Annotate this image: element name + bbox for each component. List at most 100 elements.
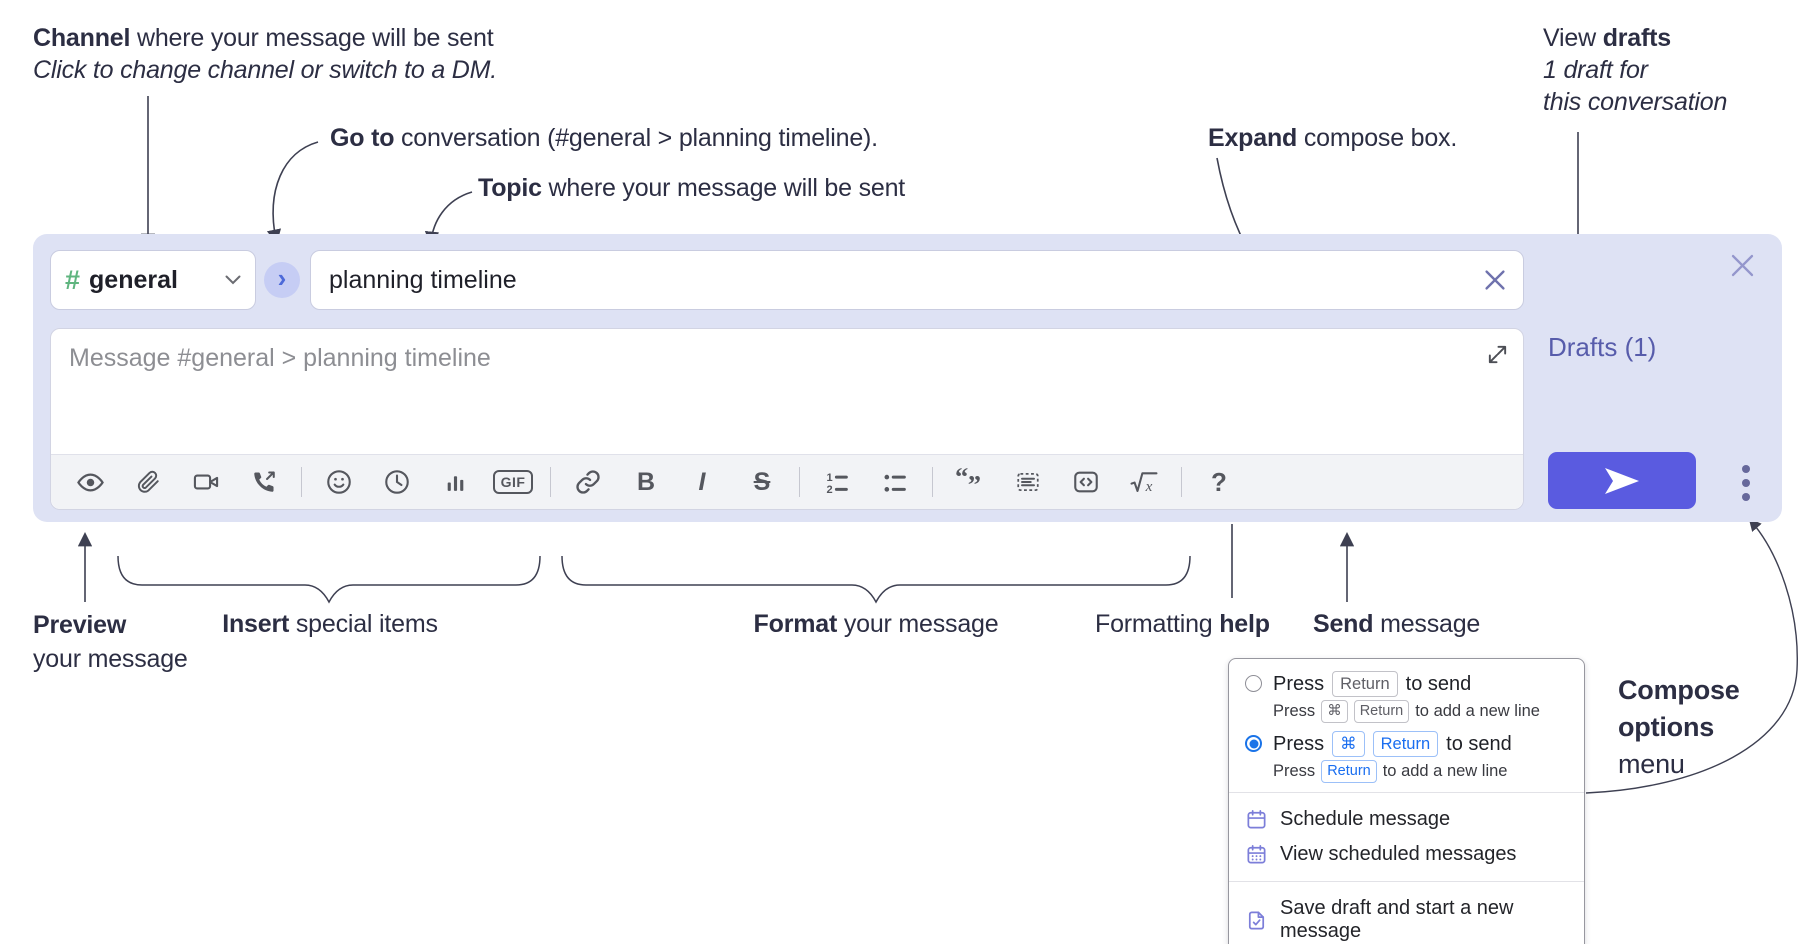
close-icon	[1485, 270, 1505, 290]
poll-button[interactable]	[428, 460, 482, 504]
inline-code-button[interactable]	[1059, 460, 1113, 504]
toolbar-divider	[932, 467, 933, 497]
close-compose-button[interactable]	[1729, 252, 1756, 279]
compose-options-menu: Press Return to send Press ⌘ Return to a…	[1228, 658, 1585, 944]
expand-annotation: Expand compose box.	[1208, 124, 1458, 152]
send-on-cmd-return-option[interactable]: Press ⌘ Return to send Press Return to a…	[1245, 731, 1568, 783]
compose-options-annotation: Compose options menu	[1618, 675, 1740, 779]
help-button[interactable]: ?	[1192, 460, 1246, 504]
drafts-annotation: View drafts 1 draft for this conversatio…	[1543, 24, 1728, 116]
italic-icon: I	[698, 467, 706, 496]
italic-button[interactable]: I	[677, 460, 731, 504]
message-editor: Message #general > planning timeline GIF…	[50, 328, 1524, 510]
audio-call-button[interactable]	[237, 460, 291, 504]
formula-button[interactable]: x	[1117, 460, 1171, 504]
goto-annotation: Go to conversation (#general > planning …	[330, 124, 878, 152]
draft-check-icon	[1248, 910, 1265, 930]
send-on-return-option[interactable]: Press Return to send Press ⌘ Return to a…	[1245, 671, 1568, 723]
emoji-button[interactable]	[312, 460, 366, 504]
send-icon	[1605, 467, 1639, 494]
toolbar-divider	[550, 467, 551, 497]
poll-icon	[447, 475, 463, 491]
return-keycap: Return	[1332, 671, 1398, 697]
menu-divider	[1229, 881, 1584, 882]
channel-name: general	[89, 265, 178, 294]
link-icon	[576, 470, 600, 494]
message-placeholder: Message #general > planning timeline	[69, 344, 491, 372]
svg-text:1: 1	[827, 472, 833, 484]
compose-options-button[interactable]	[1730, 458, 1762, 508]
dots-vertical-icon	[1742, 465, 1750, 473]
toolbar-divider	[1181, 467, 1182, 497]
cmd-keycap: ⌘	[1321, 700, 1348, 723]
expand-icon	[1488, 345, 1507, 364]
preview-annotation: Preview your message	[33, 611, 188, 673]
bulleted-list-icon	[884, 474, 906, 492]
chevron-down-icon	[225, 275, 241, 285]
chevron-right-icon: ›	[277, 263, 287, 293]
send-annotation: Send message	[1313, 610, 1481, 638]
compose-box: # general › planning timeline Message #g…	[33, 234, 1782, 522]
toolbar-divider	[301, 467, 302, 497]
menu-divider	[1229, 792, 1584, 793]
radio-unselected[interactable]	[1245, 675, 1262, 692]
help-icon: ?	[1211, 467, 1227, 497]
topic-value: planning timeline	[329, 265, 517, 294]
svg-text:“: “	[955, 468, 968, 491]
video-message-icon	[193, 474, 219, 490]
schedule-message-item[interactable]: Schedule message	[1245, 802, 1568, 837]
channel-selector-button[interactable]: # general	[50, 250, 256, 310]
format-annotation: Format your message	[753, 610, 999, 638]
link-button[interactable]	[561, 460, 615, 504]
insert-annotation: Insert special items	[222, 610, 438, 638]
save-draft-item[interactable]: Save draft and start a new message	[1245, 891, 1568, 944]
topic-input[interactable]: planning timeline	[310, 250, 1524, 310]
bulleted-list-button[interactable]	[868, 460, 922, 504]
strikethrough-icon: S	[753, 467, 771, 496]
attachment-icon	[137, 470, 159, 493]
svg-text:2: 2	[827, 484, 833, 496]
help-annotation: Formatting help	[1095, 610, 1270, 638]
formula-icon: x	[1130, 472, 1158, 495]
goto-conversation-button[interactable]: ›	[264, 262, 300, 298]
schedule-button[interactable]	[370, 460, 424, 504]
toolbar-divider	[799, 467, 800, 497]
view-scheduled-messages-item[interactable]: View scheduled messages	[1245, 837, 1568, 872]
bold-icon: B	[636, 467, 656, 496]
calendar-list-icon	[1247, 845, 1266, 864]
emoji-icon	[327, 470, 351, 494]
quote-icon: “”	[955, 468, 981, 496]
channel-annotation: Channel where your message will be sent …	[33, 24, 498, 84]
audio-call-icon	[254, 471, 275, 492]
clear-topic-button[interactable]	[1483, 268, 1507, 292]
radio-selected[interactable]	[1245, 735, 1262, 752]
video-message-button[interactable]	[179, 460, 233, 504]
gif-icon: GIF	[492, 470, 534, 494]
schedule-icon	[385, 470, 409, 494]
return-keycap: Return	[1372, 731, 1439, 757]
strikethrough-button[interactable]: S	[735, 460, 789, 504]
code-block-button[interactable]	[1001, 460, 1055, 504]
return-keycap: Return	[1353, 700, 1410, 723]
attachment-button[interactable]	[121, 460, 175, 504]
drafts-link[interactable]: Drafts (1)	[1548, 332, 1657, 362]
gif-button[interactable]: GIF	[486, 460, 540, 504]
return-keycap: Return	[1321, 760, 1377, 783]
expand-compose-button[interactable]	[1486, 343, 1509, 369]
preview-icon	[76, 473, 104, 491]
quote-button[interactable]: “”	[943, 460, 997, 504]
message-input[interactable]: Message #general > planning timeline	[51, 329, 1523, 455]
topic-annotation: Topic where your message will be sent	[478, 174, 906, 202]
ordered-list-icon: 12	[827, 472, 848, 496]
preview-button[interactable]	[63, 460, 117, 504]
calendar-icon	[1247, 810, 1266, 829]
close-icon	[1731, 254, 1754, 277]
svg-text:x: x	[1145, 478, 1153, 495]
code-block-icon	[1017, 473, 1039, 491]
cmd-keycap: ⌘	[1332, 731, 1365, 757]
send-button[interactable]	[1548, 452, 1696, 509]
bold-button[interactable]: B	[619, 460, 673, 504]
